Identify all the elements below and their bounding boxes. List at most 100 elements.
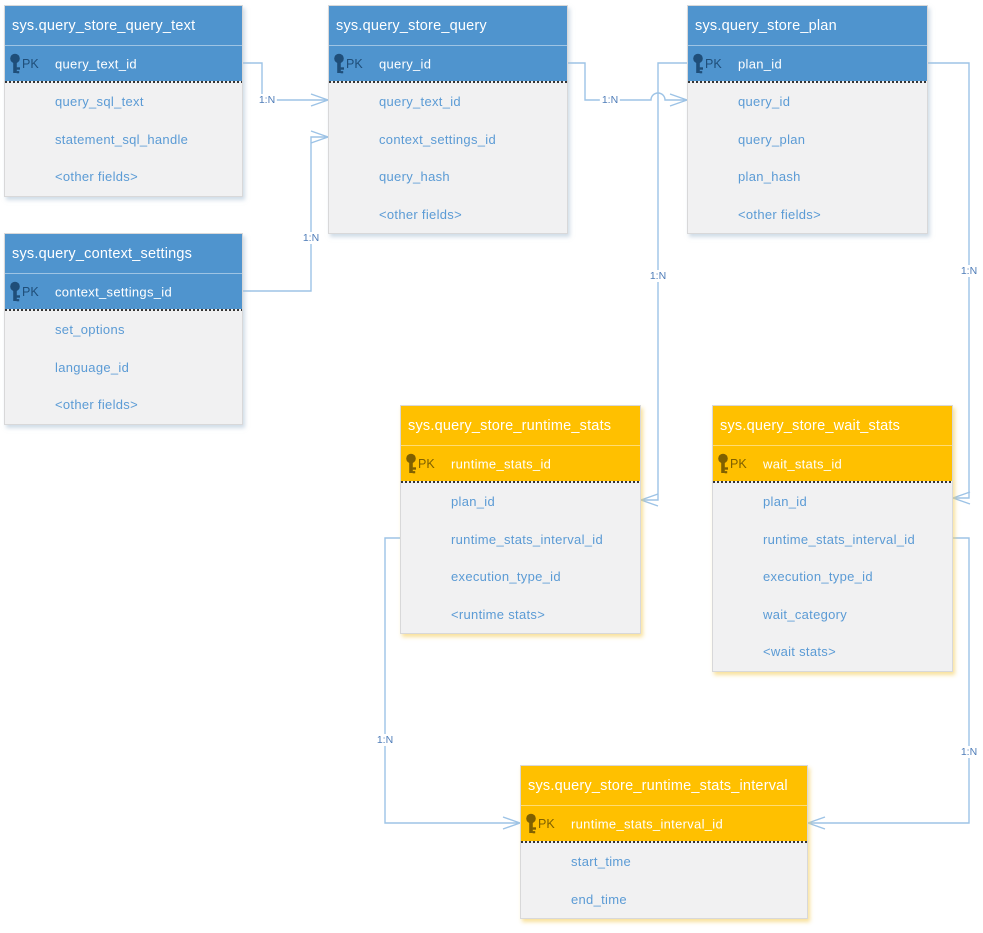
pk-field-name: context_settings_id [55,284,172,299]
field-name: wait_category [763,606,848,622]
pk-badge: PK [705,56,722,71]
pk-field-name: plan_id [738,56,783,71]
cardinality-label: 1:N [256,94,278,106]
pk-separator [5,81,242,83]
connector-arrowhead [950,491,971,505]
field-name: runtime_stats_interval_id [451,531,604,547]
entity-fields: query_text_id context_settings_id query_ha… [329,83,567,233]
primary-key-row: PK wait_stats_id [713,445,952,481]
primary-key-icon [10,53,20,73]
field-name: runtime_stats_interval_id [763,531,916,547]
field-name: <other fields> [379,206,462,222]
pk-badge: PK [730,456,747,471]
field-name: <other fields> [55,169,138,185]
relationship-sys-query-store-plan-sys-query-store-wait-stats [928,62,971,505]
field-name: execution_type_id [763,569,873,585]
entity-fields: start_time end_time [521,843,807,918]
field-name: end_time [571,891,627,907]
pk-separator [713,481,952,483]
entity-fields: set_options language_id <other fields> [5,311,242,424]
pk-separator [329,81,567,83]
pk-separator [688,81,927,83]
cardinality-label: 1:N [374,734,396,746]
field-name: plan_id [451,494,496,510]
entity-title: sys.query_store_query_text [5,6,242,45]
cardinality-label: 1:N [958,265,980,277]
entity-fields: plan_id runtime_stats_interval_id executio… [713,483,952,671]
pk-badge: PK [418,456,435,471]
field-name: plan_id [763,494,808,510]
field-name: query_plan [738,131,806,147]
connector-line [568,62,687,101]
cardinality-label: 1:N [958,746,980,758]
primary-key-icon [334,53,344,73]
pk-badge: PK [22,284,39,299]
field-name: <other fields> [738,206,821,222]
entity-title: sys.query_store_wait_stats [713,406,952,445]
pk-badge: PK [22,56,39,71]
field-name: set_options [55,322,125,338]
field-name: plan_hash [738,169,801,185]
pk-separator [5,309,242,311]
cardinality-label: 1:N [300,232,322,244]
field-name: <runtime stats> [451,606,546,622]
entity-title: sys.query_store_plan [688,6,927,45]
field-name: language_id [55,359,130,375]
primary-key-icon [526,813,536,833]
primary-key-row: PK plan_id [688,45,927,81]
entity-title: sys.query_store_runtime_stats [401,406,640,445]
pk-field-name: runtime_stats_id [451,456,552,471]
entity-fields: plan_id runtime_stats_interval_id executio… [401,483,640,633]
pk-field-name: query_id [379,56,432,71]
entity-fields: query_id query_plan plan_hash <other fields… [688,83,927,233]
connector-line [808,537,970,824]
entity-title: sys.query_context_settings [5,234,242,273]
primary-key-icon [718,453,728,473]
pk-field-name: query_text_id [55,56,137,71]
primary-key-row: PK query_id [329,45,567,81]
connector-arrowhead [638,493,659,507]
pk-field-name: wait_stats_id [763,456,843,471]
connector-line [384,537,520,824]
cardinality-label: 1:N [647,270,669,282]
field-name: query_hash [379,169,450,185]
cardinality-label: 1:N [599,94,621,106]
primary-key-row: PK runtime_stats_interval_id [521,805,807,841]
pk-separator [521,841,807,843]
pk-badge: PK [346,56,363,71]
connector-line [243,62,328,101]
field-name: <wait stats> [763,644,836,660]
relationship-sys-query-store-wait-stats-sys-query-store-runtime-stats-interval [805,537,970,830]
connector-line [243,136,328,292]
field-name: context_settings_id [379,131,496,147]
entity-title: sys.query_store_query [329,6,567,45]
primary-key-icon [406,453,416,473]
field-name: execution_type_id [451,569,561,585]
relationship-sys-query-store-query-text-sys-query-store-query [243,62,331,107]
field-name: <other fields> [55,397,138,413]
connector-arrowhead [805,816,826,830]
pk-separator [401,481,640,483]
relationship-sys-query-context-settings-sys-query-store-query [243,130,331,292]
primary-key-row: PK context_settings_id [5,273,242,309]
pk-badge: PK [538,816,555,831]
pk-field-name: runtime_stats_interval_id [571,816,724,831]
relationship-sys-query-store-query-sys-query-store-plan [568,62,690,107]
connector-line [928,62,970,499]
field-name: query_id [738,94,791,110]
field-name: start_time [571,854,632,870]
primary-key-icon [10,281,20,301]
relationship-sys-query-store-plan-sys-query-store-runtime-stats [638,62,687,507]
field-name: query_text_id [379,94,461,110]
field-name: statement_sql_handle [55,131,189,147]
